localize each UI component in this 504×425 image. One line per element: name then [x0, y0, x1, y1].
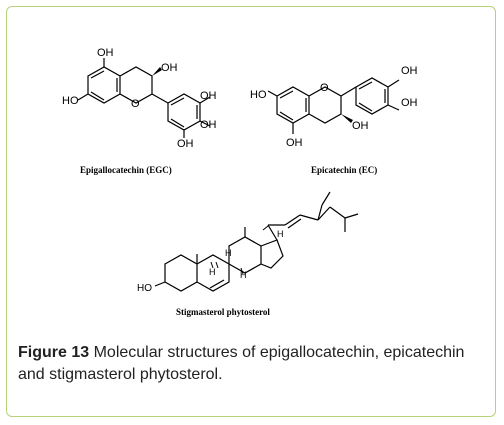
egc-oh-top: OH [97, 47, 114, 59]
egc-oh-r3: OH [177, 138, 194, 150]
stig-h1: H [277, 229, 284, 239]
figure-caption: Figure 13 Molecular structures of epigal… [18, 342, 486, 386]
stig-ho: HO [137, 283, 152, 294]
ec-oh-t2: OH [401, 97, 418, 109]
stig-h3: H [209, 267, 216, 277]
ec-label: Epicatechin (EC) [311, 165, 377, 175]
stigmasterol-structure [154, 191, 359, 292]
egc-oh-r2: OH [200, 119, 217, 131]
ec-structure [267, 77, 400, 134]
egc-oh-c3: OH [161, 62, 178, 74]
stereo-hashes [210, 225, 269, 275]
egc-label: Epigallocatechin (EGC) [80, 165, 172, 175]
egc-o-ring: O [131, 98, 140, 110]
ec-ho-left: HO [250, 89, 267, 101]
egc-oh-r1: OH [200, 90, 217, 102]
egc-structure [77, 58, 211, 138]
ec-oh-t1: OH [401, 65, 418, 77]
egc-ho-left: HO [62, 95, 79, 107]
ec-oh-c3: OH [352, 120, 369, 132]
stig-h4: H [240, 270, 247, 280]
figure-number: Figure 13 [18, 344, 90, 361]
ec-oh-bottom: OH [286, 137, 303, 149]
stig-h2: H [225, 248, 232, 258]
figure-frame [6, 6, 496, 417]
ec-o-ring: O [320, 82, 329, 94]
stig-label: Stigmasterol phytosterol [176, 307, 270, 317]
figure-caption-text: Molecular structures of epigallocatechin… [18, 344, 465, 383]
